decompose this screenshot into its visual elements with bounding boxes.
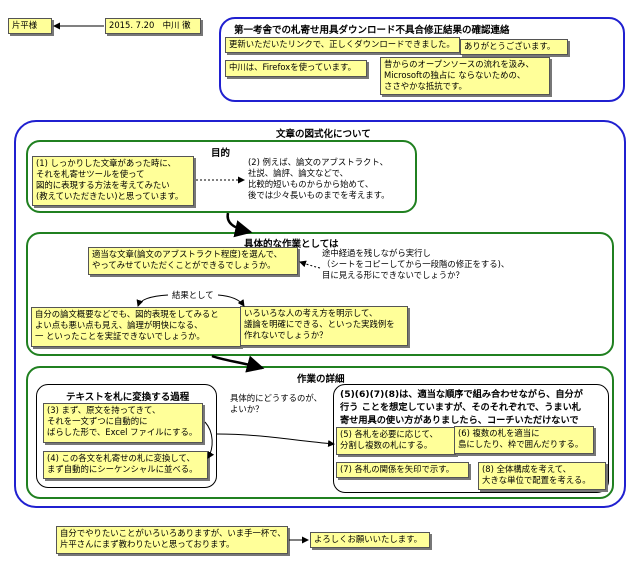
steps-bold-text: (5)(6)(7)(8)は、適当な順序で組み合わせながら、自分が 行う ことを想… [340, 389, 583, 426]
main-title: 文章の図式化について [276, 129, 371, 140]
concrete-card-1: 適当な文章(論文のアブストラクト程度)を選んで、 やってみせていただくことができ… [88, 247, 298, 275]
arrow-concrete-to-details [211, 354, 265, 373]
footer-card-2: よろしくお願いいたします。 [310, 532, 430, 548]
arrow-result-right [217, 294, 245, 307]
concrete-frame [26, 232, 614, 356]
confirmation-frame [219, 17, 625, 102]
details-card-4: (4) この各文を札寄せの札に変換して、 まず自動的にシーケンシャルに並べる。 [43, 451, 208, 479]
arrow-purpose-to-concrete [226, 212, 253, 238]
recipient-card: 片平様 [8, 18, 52, 34]
download-ok-card: 更新いただいたリンクで、正しくダウンロードできました。 [225, 37, 460, 53]
concrete-text-2: 途中経過を残しながら実行し （シートをコピーしてから一段階の修正をする)、 目に… [322, 248, 510, 280]
question-text: 具体的にどうするのが、 よいか？ [230, 393, 322, 414]
details-frame [26, 366, 614, 499]
details-card-3: (3) まず、原文を持ってきて、 それを一文ずつに自動的に ばらした形で、Exc… [43, 403, 203, 443]
purpose-title: 目的 [211, 148, 231, 159]
details-title: 作業の詳細 [297, 374, 345, 385]
arrow-card3-to-card4 [204, 421, 215, 459]
process-title: テキストを札に変換する過程 [66, 392, 190, 403]
details-card-5: (5) 各札を必要に応じて、 分割し複数の札にする。 [336, 427, 456, 455]
date-author-card: 2015. 7.20 中川 徹 [105, 18, 201, 34]
concrete-card-4: いろいろな人の考え方を明示して、 議論を明確にできる、といった実践例を 作れない… [240, 306, 408, 346]
process-frame [36, 384, 217, 488]
concrete-card-3: 自分の論文概要などでも、図的表現をしてみると よい点も悪い点も見え、論理が明快に… [31, 307, 241, 347]
concrete-title: 具体的な作業としては [244, 239, 339, 250]
arrow-result-left [136, 294, 169, 307]
arrow-process-to-steps [216, 433, 335, 447]
opensource-card: 昔からのオープンソースの流れを汲み、 Microsoftの独占に ならないための… [380, 57, 550, 95]
details-card-8: (8) 全体構成を考えて、 大きな単位で配置を考える。 [478, 462, 606, 490]
arrow-concrete-dotted [299, 260, 321, 269]
thanks-card: ありがとうございます。 [460, 39, 568, 55]
main-frame [14, 120, 626, 508]
firefox-card: 中川は、Firefoxを使っています。 [225, 60, 367, 77]
purpose-card-1: (1) しっかりした文章があった時に、 それを札寄せツールを使って 図的に表現す… [32, 156, 194, 206]
details-card-6: (6) 複数の札を適当に 島にしたり、枠で囲んだりする。 [454, 426, 594, 454]
steps-frame [333, 384, 609, 493]
purpose-text-2: (2) 例えば、論文のアブストラクト、 社説、論評、論文などで、 比較的短いもの… [248, 157, 390, 200]
purpose-frame [26, 140, 417, 213]
details-card-7: (7) 各札の関係を矢印で示す。 [336, 462, 469, 478]
footer-card-1: 自分でやりたいことがいろいろありますが、いま手一杯で、 片平さんにまず教わりたい… [56, 526, 288, 554]
result-label: 結果として [172, 290, 214, 300]
confirmation-title: 第一考舎での札寄せ用具ダウンロード不具合修正結果の確認連絡 [234, 25, 510, 36]
